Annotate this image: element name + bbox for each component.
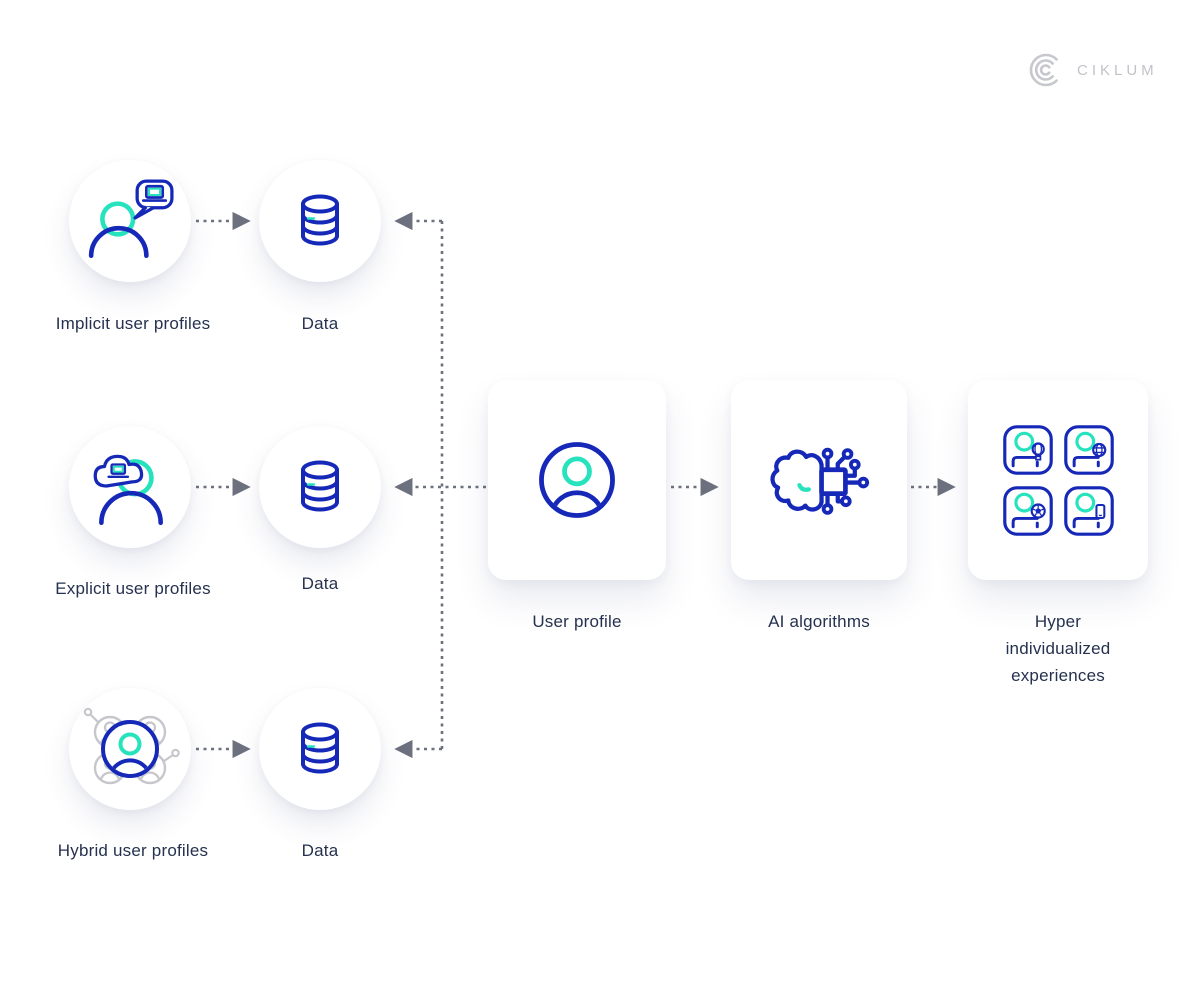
database-icon (301, 194, 339, 246)
label-user-profile: User profile (532, 612, 622, 631)
label-hyper-experiences: Hyper individualized experiences (1005, 612, 1111, 685)
experience-tiles-icon (1002, 424, 1115, 537)
ciklum-arcs-icon (1029, 53, 1058, 87)
person-network-icon (83, 707, 180, 785)
node-explicit-profiles (69, 426, 191, 548)
label-implicit-profiles: Implicit user profiles (55, 314, 211, 333)
experience-tile-globe (1063, 424, 1114, 475)
node-data-2 (259, 426, 381, 548)
ciklum-logo-text: CIKLUM (1077, 61, 1158, 79)
ciklum-logo: CIKLUM (1026, 50, 1158, 90)
user-profile-icon (539, 442, 615, 518)
card-user-profile (488, 380, 666, 580)
node-implicit-profiles (69, 160, 191, 282)
node-data-1 (259, 160, 381, 282)
label-data-2: Data (301, 574, 339, 593)
node-data-3 (259, 688, 381, 810)
brain-chip-icon (770, 447, 870, 515)
globe-icon (1091, 442, 1106, 457)
football-icon (1030, 502, 1046, 519)
label-explicit-profiles: Explicit user profiles (55, 579, 211, 598)
phone-icon (1094, 503, 1105, 519)
label-ai-algorithms: AI algorithms (768, 612, 870, 631)
label-data-3: Data (301, 841, 339, 860)
experience-tile-football (1002, 485, 1053, 536)
database-icon (301, 460, 339, 512)
card-hyper-experiences (968, 380, 1148, 580)
experience-tile-phone (1063, 485, 1114, 536)
person-cloud-laptop-icon (93, 454, 163, 526)
hot-air-balloon-icon (1031, 441, 1045, 460)
label-hybrid-profiles: Hybrid user profiles (57, 841, 209, 860)
experience-tile-balloon (1002, 424, 1053, 475)
database-icon (301, 722, 339, 774)
node-hybrid-profiles (69, 688, 191, 810)
person-chat-laptop-icon (88, 179, 174, 259)
label-data-1: Data (301, 314, 339, 333)
card-ai-algorithms (731, 380, 907, 580)
